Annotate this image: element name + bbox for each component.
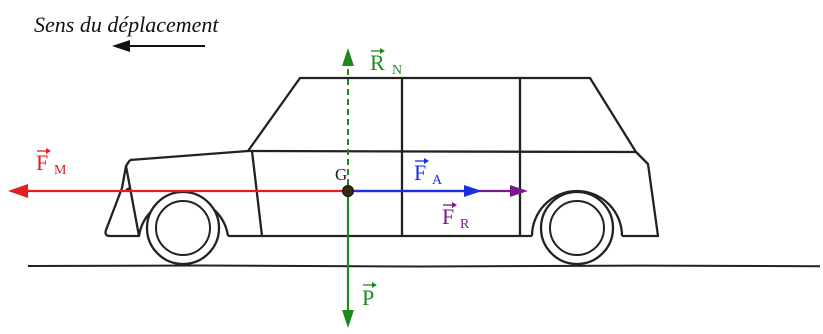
force-fa-subscript: A xyxy=(432,173,443,188)
force-p-symbol: P xyxy=(362,285,374,310)
direction-arrow xyxy=(112,40,205,52)
force-fa-label: F A xyxy=(414,158,443,188)
car-body xyxy=(104,76,660,238)
force-rn-symbol: R xyxy=(370,50,385,75)
rear-wheel xyxy=(530,189,624,266)
force-rn-arrow xyxy=(342,48,354,185)
center-of-gravity-label: G xyxy=(335,165,347,184)
force-fm-symbol: F xyxy=(36,150,48,175)
force-fr-label: F R xyxy=(442,202,470,232)
window-frame xyxy=(247,149,637,154)
force-fa-symbol: F xyxy=(414,160,426,185)
direction-caption: Sens du déplacement xyxy=(34,12,219,37)
force-fm-arrow xyxy=(8,184,348,198)
force-fm-subscript: M xyxy=(54,163,67,178)
force-p-label: P xyxy=(362,282,377,310)
car-outline xyxy=(104,76,660,238)
force-rn-subscript: N xyxy=(392,63,402,78)
force-p-arrow xyxy=(342,196,354,328)
force-fa-arrow xyxy=(356,185,482,197)
front-door-edge xyxy=(250,150,264,237)
ground-line xyxy=(27,264,821,268)
force-fr-subscript: R xyxy=(460,217,470,232)
force-rn-label: R N xyxy=(370,48,402,78)
force-fr-symbol: F xyxy=(442,204,454,229)
center-of-gravity-dot xyxy=(342,185,354,197)
force-fm-label: F M xyxy=(36,148,67,178)
belt-line xyxy=(125,186,131,192)
front-bumper xyxy=(125,159,131,167)
front-wheel xyxy=(137,190,230,266)
